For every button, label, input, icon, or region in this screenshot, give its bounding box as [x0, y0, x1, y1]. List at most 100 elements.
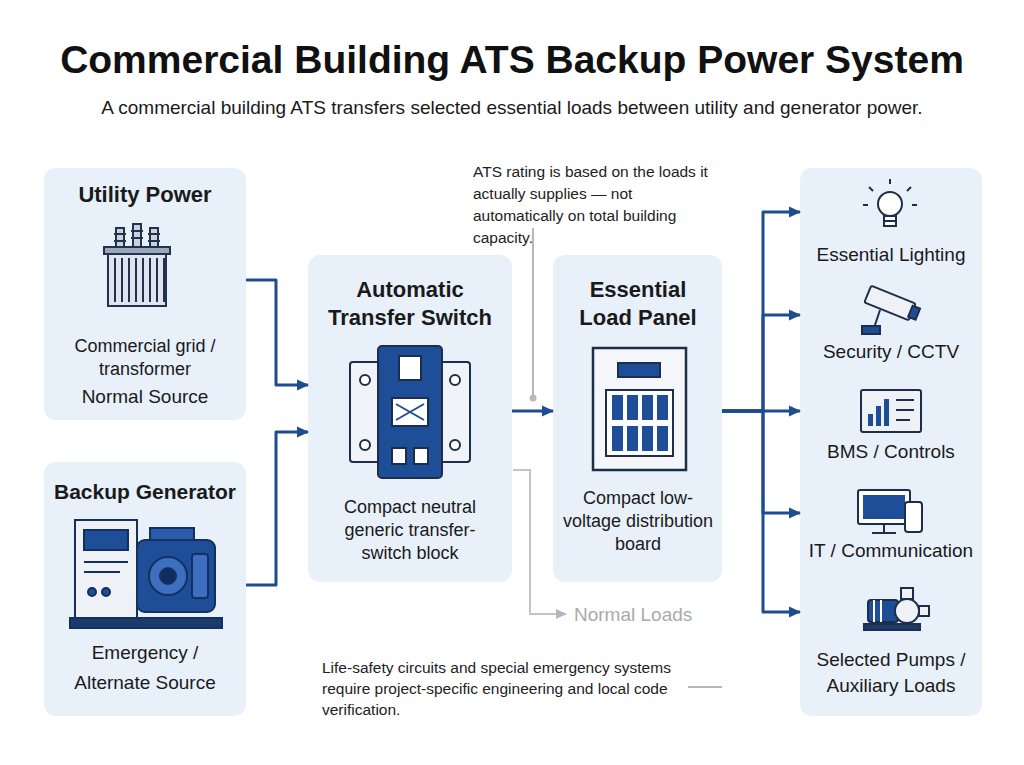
transformer-icon-part	[142, 258, 144, 302]
generator-icon-part	[84, 530, 128, 550]
lightbulb-icon-part	[878, 192, 902, 216]
node-heading: Essential Load Panel	[563, 276, 713, 332]
load-item: Essential Lighting	[800, 185, 982, 270]
transformer-icon-part	[163, 258, 165, 302]
node-text: Normal Source	[50, 385, 240, 409]
bms-screen-icon-part	[861, 390, 921, 432]
generator-icon-part	[88, 588, 96, 596]
lightbulb-icon-part	[889, 179, 891, 184]
transformer-icon-part	[114, 233, 126, 235]
bms-screen-icon-part	[896, 399, 914, 401]
lightbulb-icon-part	[912, 204, 917, 206]
node-heading: Security / CCTV	[803, 340, 979, 364]
node-text: Compact low-voltage distribution board	[558, 487, 718, 556]
cctv-camera-icon	[862, 286, 921, 334]
computer-phone-icon-part	[872, 532, 896, 534]
transformer-icon-part	[104, 247, 170, 254]
transformer-icon-part	[114, 258, 116, 302]
cctv-camera-icon-part	[874, 310, 880, 328]
lightbulb-icon-part	[907, 187, 911, 191]
flow-arrow	[722, 315, 800, 411]
transformer-icon	[104, 224, 170, 306]
flow-arrow	[722, 212, 800, 411]
diagram-caption: A commercial building ATS transfers sele…	[0, 96, 1024, 120]
lightbulb-icon-part	[869, 187, 873, 191]
callout-leader-part	[530, 395, 537, 402]
flow-arrow	[722, 411, 800, 513]
flow-arrow	[722, 410, 800, 413]
computer-phone-icon	[858, 490, 922, 533]
flow-arrow	[722, 411, 800, 612]
bms-screen-icon-part	[868, 414, 873, 426]
transformer-icon-part	[108, 254, 166, 306]
node-heading: Selected Pumps / Auxiliary Loads	[803, 647, 979, 699]
source-box: Utility PowerCommercial grid / transform…	[44, 168, 246, 420]
transfer-switch-icon-part	[350, 362, 380, 462]
footnote: Life-safety circuits and special emergen…	[322, 657, 694, 720]
lightbulb-icon	[863, 179, 917, 226]
normal-loads-feed	[513, 470, 566, 614]
transformer-icon-part	[128, 258, 130, 302]
load-item: Security / CCTV	[800, 285, 982, 365]
distribution-board-icon-part	[627, 395, 638, 420]
transformer-icon-part	[133, 224, 141, 248]
switch-box: Automatic Transfer SwitchCompact neutral…	[308, 255, 512, 582]
transfer-switch-icon-part	[396, 404, 424, 420]
distribution-board-icon-part	[593, 348, 686, 470]
computer-phone-icon-part	[883, 524, 885, 532]
distribution-board-icon-part	[618, 363, 660, 377]
distribution-board-icon-part	[627, 426, 638, 451]
transformer-icon-part	[121, 258, 123, 302]
transfer-switch-icon-part	[360, 375, 370, 385]
node-heading: BMS / Controls	[803, 440, 979, 464]
generator-icon-part	[84, 571, 120, 573]
transformer-icon-part	[131, 230, 143, 232]
transfer-switch-icon-part	[392, 448, 406, 464]
transfer-switch-icon	[350, 346, 470, 478]
transformer-icon-part	[149, 258, 151, 302]
node-text: Emergency / Alternate Source	[65, 638, 225, 698]
cctv-camera-icon-part-part	[908, 306, 920, 320]
callout-leader	[530, 228, 537, 402]
pump-icon-part	[880, 600, 882, 622]
cctv-camera-icon-part	[864, 286, 921, 323]
bms-screen-icon-part	[876, 406, 881, 426]
lightbulb-icon-part	[884, 216, 896, 226]
transformer-icon-part	[150, 228, 158, 248]
transformer-icon-part	[114, 240, 126, 242]
flow-arrow	[246, 432, 308, 585]
generator-icon-part	[102, 588, 110, 596]
node-heading: Backup Generator	[45, 478, 245, 506]
generator-icon-part	[149, 557, 187, 595]
transfer-switch-icon-part	[450, 440, 460, 450]
pump-icon-part	[919, 606, 929, 616]
load-item: Selected Pumps / Auxiliary Loads	[800, 585, 982, 703]
bms-screen-icon-part	[896, 409, 914, 411]
distribution-board-icon-part	[642, 426, 653, 451]
bms-screen-icon-part	[896, 419, 910, 421]
generator-icon-part	[150, 528, 194, 542]
pump-icon-part	[901, 588, 913, 599]
transformer-icon-part	[116, 228, 124, 248]
node-heading: Automatic Transfer Switch	[320, 276, 500, 332]
generator-icon-part	[75, 520, 137, 618]
node-text: Commercial grid / transformer	[65, 335, 225, 381]
distribution-board-icon-part	[657, 426, 668, 451]
transfer-switch-icon-part	[360, 440, 370, 450]
computer-phone-icon-part	[905, 502, 922, 532]
bms-screen-icon	[861, 390, 921, 432]
generator-icon-part	[160, 568, 176, 584]
bms-screen-icon-part	[884, 399, 889, 426]
computer-phone-icon-part	[858, 490, 910, 524]
transformer-icon-part	[148, 240, 160, 242]
flow-arrow	[512, 410, 553, 413]
pump-icon-part	[873, 600, 875, 622]
load-item: IT / Communication	[800, 485, 982, 565]
note-leader	[688, 686, 722, 688]
node-text: Compact neutral generic transfer-switch …	[330, 496, 490, 565]
